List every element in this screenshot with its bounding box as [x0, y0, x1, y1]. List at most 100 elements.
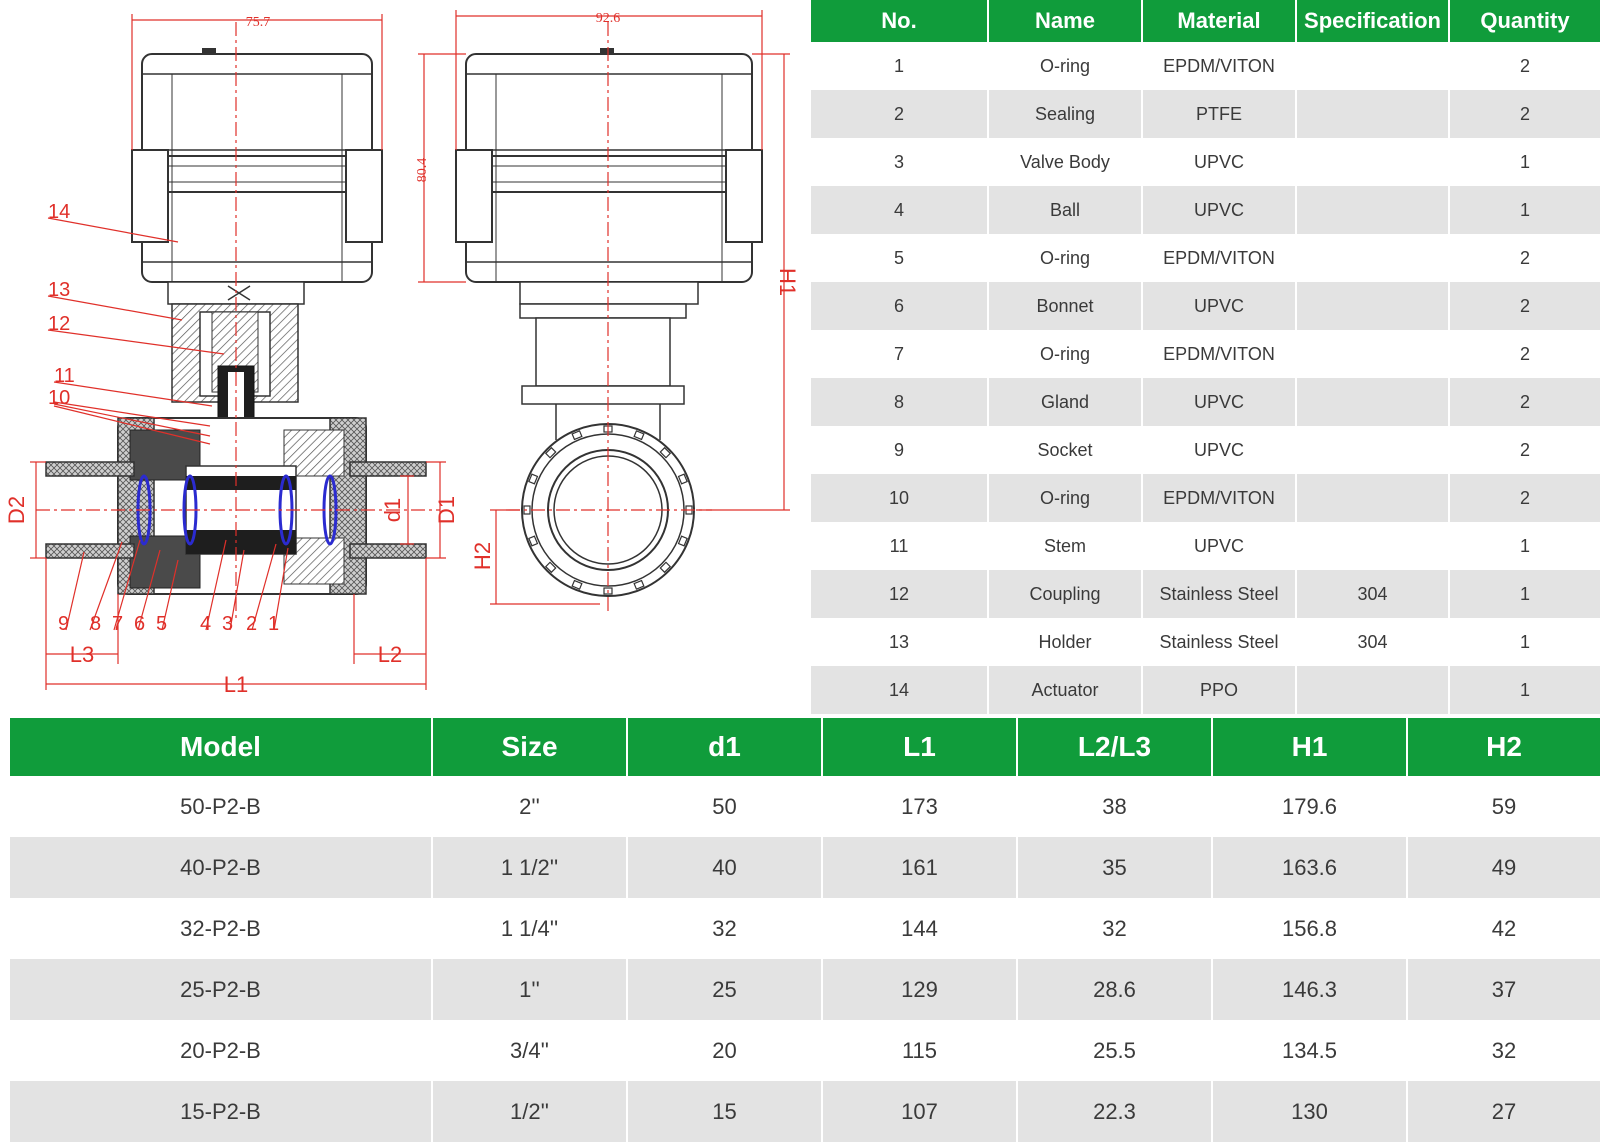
table-cell: 50-P2-B — [10, 776, 433, 837]
table-cell: 134.5 — [1212, 1020, 1408, 1081]
flange-bolt-slot — [677, 535, 688, 547]
table-cell: 11 — [811, 522, 989, 570]
table-cell: 2 — [1449, 42, 1600, 90]
model-header-l1: L1 — [822, 718, 1018, 776]
table-cell: 50 — [627, 776, 823, 837]
table-cell: 107 — [822, 1081, 1018, 1142]
callout-3: 3 — [222, 613, 233, 635]
table-cell: 163.6 — [1212, 837, 1408, 898]
actuator-front-view — [131, 48, 383, 473]
parts-header-name: Name — [988, 0, 1143, 42]
table-cell: 32-P2-B — [10, 898, 433, 959]
label-d1-large: D1 — [434, 496, 459, 524]
table-cell: 3/4'' — [432, 1020, 628, 1081]
table-cell: 1 — [1449, 570, 1600, 618]
table-cell — [1296, 474, 1450, 522]
callout-14: 14 — [48, 201, 70, 223]
dim-top-left-label: 75.7 — [246, 15, 271, 30]
table-cell: Stainless Steel — [1142, 570, 1297, 618]
model-header-h2: H2 — [1407, 718, 1600, 776]
table-cell — [1296, 522, 1450, 570]
table-cell: 2 — [1449, 282, 1600, 330]
flange-bolt-slot — [544, 561, 557, 574]
label-h1: H1 — [775, 268, 800, 296]
table-cell: PPO — [1142, 666, 1297, 714]
table-cell: EPDM/VITON — [1142, 42, 1297, 90]
table-cell — [1296, 186, 1450, 234]
table-cell: Sealing — [988, 90, 1143, 138]
flange-bolt-slot — [659, 561, 672, 574]
table-cell: 59 — [1407, 776, 1600, 837]
table-cell: 304 — [1296, 618, 1450, 666]
table-cell: UPVC — [1142, 138, 1297, 186]
table-cell: 6 — [811, 282, 989, 330]
callout-1: 1 — [268, 613, 279, 635]
table-cell: 161 — [822, 837, 1018, 898]
table-cell: 173 — [822, 776, 1018, 837]
parts-table-header: No. Name Material Specification Quantity — [811, 0, 1600, 42]
callout-12: 12 — [48, 313, 70, 335]
label-d1-small: d1 — [380, 498, 405, 522]
table-cell: 2 — [1449, 378, 1600, 426]
table-cell: 12 — [811, 570, 989, 618]
valve-technical-drawing: 75.7 92.6 80.4 14 13 12 11 10 9 8 7 6 5 … — [4, 10, 800, 697]
table-cell: 25 — [627, 959, 823, 1020]
callout-7: 7 — [112, 613, 123, 635]
center-lines — [36, 22, 712, 620]
table-cell: 115 — [822, 1020, 1018, 1081]
table-cell — [1296, 330, 1450, 378]
table-cell: 129 — [822, 959, 1018, 1020]
table-cell: 22.3 — [1017, 1081, 1213, 1142]
table-cell: 14 — [811, 666, 989, 714]
table-cell: 179.6 — [1212, 776, 1408, 837]
table-cell: 8 — [811, 378, 989, 426]
table-cell: EPDM/VITON — [1142, 330, 1297, 378]
table-cell: 32 — [627, 898, 823, 959]
table-cell: 3 — [811, 138, 989, 186]
callout-10: 10 — [48, 387, 70, 409]
table-cell: 20-P2-B — [10, 1020, 433, 1081]
table-cell: 7 — [811, 330, 989, 378]
table-cell: 130 — [1212, 1081, 1408, 1142]
table-cell: PTFE — [1142, 90, 1297, 138]
table-cell: 144 — [822, 898, 1018, 959]
label-l2: L2 — [378, 642, 402, 667]
callout-9: 9 — [58, 613, 69, 635]
callout-5: 5 — [156, 613, 167, 635]
dimension-lines — [30, 10, 790, 690]
parts-header-no: No. — [811, 0, 989, 42]
table-cell: 25.5 — [1017, 1020, 1213, 1081]
table-cell: 156.8 — [1212, 898, 1408, 959]
label-l1: L1 — [224, 672, 248, 697]
table-cell: UPVC — [1142, 426, 1297, 474]
callout-13: 13 — [48, 279, 70, 301]
table-cell: 4 — [811, 186, 989, 234]
table-cell: 146.3 — [1212, 959, 1408, 1020]
table-cell: 2 — [1449, 330, 1600, 378]
table-cell: 28.6 — [1017, 959, 1213, 1020]
label-l3: L3 — [70, 642, 94, 667]
valve-body-section — [45, 417, 427, 595]
callout-2: 2 — [246, 613, 257, 635]
table-cell: 38 — [1017, 776, 1213, 837]
table-cell: Socket — [988, 426, 1143, 474]
flange-bolt-slot — [677, 473, 688, 485]
model-header-l2-l3: L2/L3 — [1017, 718, 1213, 776]
table-cell — [1296, 90, 1450, 138]
table-cell: Holder — [988, 618, 1143, 666]
model-header-d1: d1 — [627, 718, 823, 776]
table-cell: 1 — [1449, 186, 1600, 234]
table-cell: Bonnet — [988, 282, 1143, 330]
table-cell: O-ring — [988, 42, 1143, 90]
table-cell: 304 — [1296, 570, 1450, 618]
table-cell: 1 — [1449, 618, 1600, 666]
model-header-model: Model — [10, 718, 433, 776]
